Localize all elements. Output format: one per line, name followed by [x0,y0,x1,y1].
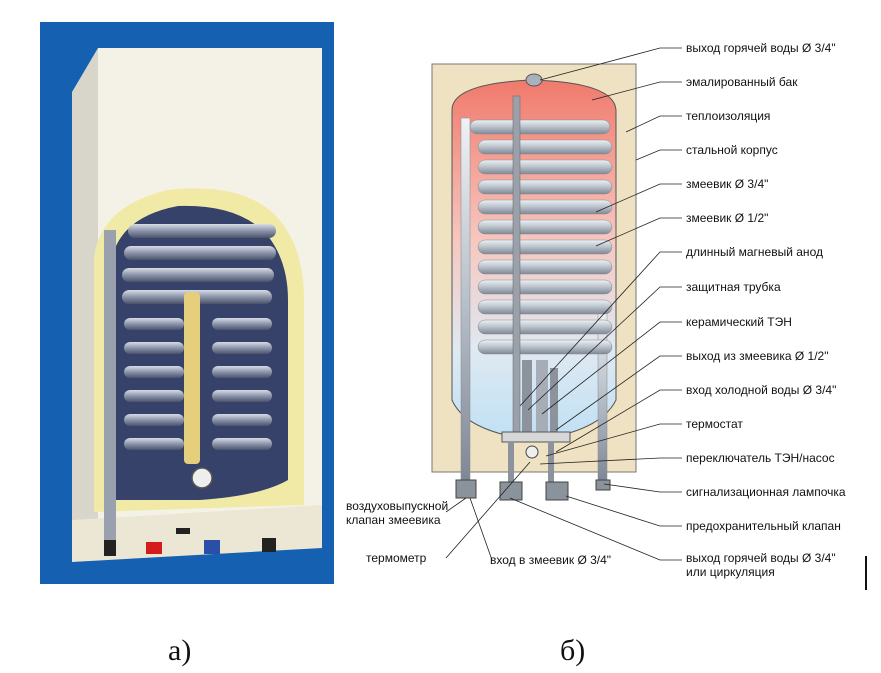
label-signal-lamp: сигнализационная лампочка [686,485,846,499]
thermometer-dial-photo [191,467,213,489]
connector-4-photo [262,538,276,552]
label-circulation: или циркуляция [686,565,775,579]
label-coil-inlet: вход в змеевик Ø 3/4" [490,553,611,567]
label-hot-water-outlet-2: выход горячей воды Ø 3/4" [686,551,836,565]
flange [501,431,571,443]
leader-lines [445,47,682,561]
fitting-far-right [595,479,611,491]
connector-blue-photo [204,540,220,554]
label-protective-tube: защитная трубка [686,280,781,294]
bottom-labels: воздуховыпускной клапан змеевика термоме… [346,499,611,567]
coil-rings [469,119,613,355]
label-magnesium-anode: длинный магневый анод [686,245,823,259]
bottom-pipe-2 [548,442,554,484]
schematic-panel [431,63,637,501]
connector-1-photo [104,540,116,556]
label-enamel-tank: эмалированный бак [686,75,798,89]
fitting-mid [499,481,523,501]
label-steel-body: стальной корпус [686,143,778,157]
label-coil-1-2: змеевик Ø 1/2" [686,211,768,225]
coil-vertical-left [460,117,471,481]
housing-side [72,48,98,552]
protective-tube [522,360,532,434]
label-air-valve-1: воздуховыпускной [346,499,448,513]
anode-rod [512,95,521,433]
label-thermostat: термостат [686,417,743,431]
label-insulation: теплоизоляция [686,109,770,123]
hot-water-top-fitting [525,73,543,87]
label-thermometer: термометр [366,551,427,565]
anode-rod-photo [184,292,200,464]
label-safety-valve: предохранительный клапан [686,519,841,533]
caption-a: а) [168,634,191,667]
fitting-right [545,481,569,501]
label-switch: переключатель ТЭН/насос [686,451,835,465]
bottom-pipe-1 [508,442,514,484]
right-labels: выход горячей воды Ø 3/4" эмалированный … [686,41,846,579]
switch-photo [176,528,190,534]
label-coil-3-4: змеевик Ø 3/4" [686,177,768,191]
coil-pipe-photo [104,230,116,540]
label-ceramic-heater: керамический ТЭН [686,315,792,329]
label-air-valve-2: клапан змеевика [346,513,441,527]
label-coil-outlet: выход из змеевика Ø 1/2" [686,349,828,363]
fitting-left [455,479,477,499]
connector-red-photo [146,542,162,554]
photo-panel [40,22,334,584]
thermostat-dial [525,445,539,459]
label-cold-water-inlet: вход холодной воды Ø 3/4" [686,383,836,397]
cold-inlet-pipe [550,368,558,434]
control-panel [72,505,322,562]
label-hot-water-outlet: выход горячей воды Ø 3/4" [686,41,836,55]
caption-b: б) [560,634,585,667]
